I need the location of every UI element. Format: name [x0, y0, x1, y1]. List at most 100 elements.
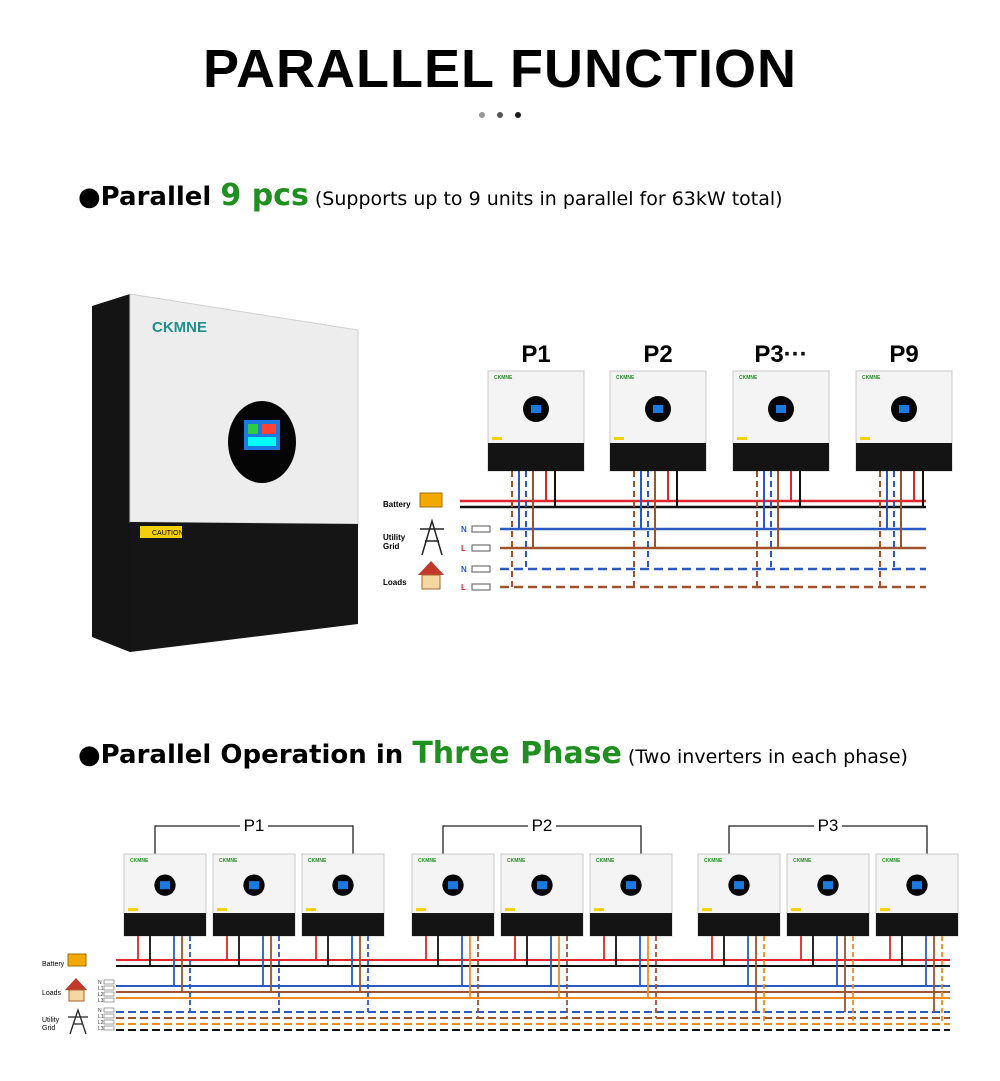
unit-screen [531, 405, 541, 413]
legend-grid-2: Grid [383, 542, 400, 551]
caution-text: CAUTION [152, 530, 184, 537]
group-label: P2 [532, 816, 553, 835]
unit-brand: CKMNE [862, 375, 881, 381]
unit-brand: CKMNE [882, 858, 901, 864]
unit-brand: CKMNE [219, 858, 238, 864]
unit-brand: CKMNE [596, 858, 615, 864]
unit-caution [217, 908, 227, 912]
screen-block [262, 424, 276, 434]
unit-brand: CKMNE [418, 858, 437, 864]
unit-bottom [876, 913, 958, 936]
section2-heading: ●Parallel Operation in Three Phase (Two … [78, 736, 908, 771]
page-title: PARALLEL FUNCTION [203, 39, 797, 99]
unit-label: P1 [521, 341, 550, 368]
utility-tower-icon [420, 518, 444, 556]
unit-bottom [787, 913, 869, 936]
terminal-icon [471, 525, 491, 533]
unit-caution [880, 908, 890, 912]
house-roof-icon [65, 978, 87, 990]
terminal-icon [103, 985, 115, 991]
unit-label: P9 [889, 341, 918, 368]
legend-battery: Battery [383, 500, 411, 509]
legend-grid-1: Utility [383, 533, 406, 542]
unit-screen [823, 881, 833, 890]
unit-brand: CKMNE [308, 858, 327, 864]
unit-caution [594, 908, 604, 912]
unit-caution [505, 908, 515, 912]
unit-screen [653, 405, 663, 413]
unit-label: P3··· [754, 341, 807, 368]
unit-bottom [124, 913, 206, 936]
unit-screen [734, 881, 744, 890]
unit-caution [860, 437, 870, 440]
unit-caution [702, 908, 712, 912]
unit-screen [912, 881, 922, 890]
house-body-icon [421, 574, 441, 590]
section1-count: 9 pcs [220, 178, 309, 213]
caution-label [140, 526, 182, 538]
legend-loads: Loads [42, 990, 62, 997]
unit-caution [306, 908, 316, 912]
house-body-icon [68, 989, 85, 1002]
unit-brand: CKMNE [616, 375, 635, 381]
unit-screen [776, 405, 786, 413]
unit-label: P2 [643, 341, 672, 368]
legend-grid-1: Utility [42, 1017, 60, 1024]
dot [515, 112, 521, 118]
legend-battery: Battery [42, 961, 65, 968]
inverter-brand: CKMNE [152, 319, 207, 336]
unit-caution [791, 908, 801, 912]
unit-brand: CKMNE [507, 858, 526, 864]
terminal-icon [103, 1025, 115, 1031]
load-phase-label: L1 [98, 986, 104, 992]
group-label-bg [240, 816, 268, 834]
unit-brand: CKMNE [704, 858, 723, 864]
unit-bottom [733, 443, 829, 471]
battery-icon [419, 492, 443, 508]
grid-phase-label: L2 [98, 1020, 104, 1026]
terminal-icon [103, 1019, 115, 1025]
unit-bottom [412, 913, 494, 936]
group-label-bg [814, 816, 842, 834]
terminal-icon [103, 997, 115, 1003]
section2-highlight: Three Phase [412, 736, 622, 771]
section1-heading: ●Parallel 9 pcs (Supports up to 9 units … [78, 178, 783, 213]
title-dots [0, 112, 1000, 118]
terminal-icon [103, 979, 115, 985]
unit-brand: CKMNE [130, 858, 149, 864]
section2-note: (Two inverters in each phase) [621, 746, 908, 768]
load-phase-label: N [98, 980, 102, 986]
unit-screen [626, 881, 636, 890]
group-label: P3 [818, 816, 839, 835]
terminal-icon [471, 583, 491, 591]
unit-caution [737, 437, 747, 440]
unit-caution [614, 437, 624, 440]
unit-bottom [610, 443, 706, 471]
inverter-side [92, 294, 130, 652]
utility-tower-icon [68, 1007, 88, 1035]
unit-caution [128, 908, 138, 912]
dot [479, 112, 485, 118]
unit-brand: CKMNE [739, 375, 758, 381]
legend-loads: Loads [383, 578, 407, 587]
unit-bottom [302, 913, 384, 936]
load-phase-label: L3 [98, 998, 104, 1004]
terminal-icon [471, 565, 491, 573]
screen-block [248, 437, 276, 446]
screen-block [248, 424, 258, 434]
grid-phase-label: L3 [98, 1026, 104, 1032]
unit-brand: CKMNE [494, 375, 513, 381]
inverter-front-bottom [130, 522, 358, 652]
terminal-icon [103, 991, 115, 997]
unit-bottom [213, 913, 295, 936]
unit-screen [537, 881, 547, 890]
terminal-icon [471, 544, 491, 552]
group-label-bg [528, 816, 556, 834]
unit-caution [416, 908, 426, 912]
dot [497, 112, 503, 118]
legend-grid-2: Grid [42, 1025, 55, 1032]
section1-lead: ●Parallel [78, 182, 221, 212]
unit-screen [160, 881, 170, 890]
inverter-product-image: CKMNE CAUTION [92, 293, 359, 652]
